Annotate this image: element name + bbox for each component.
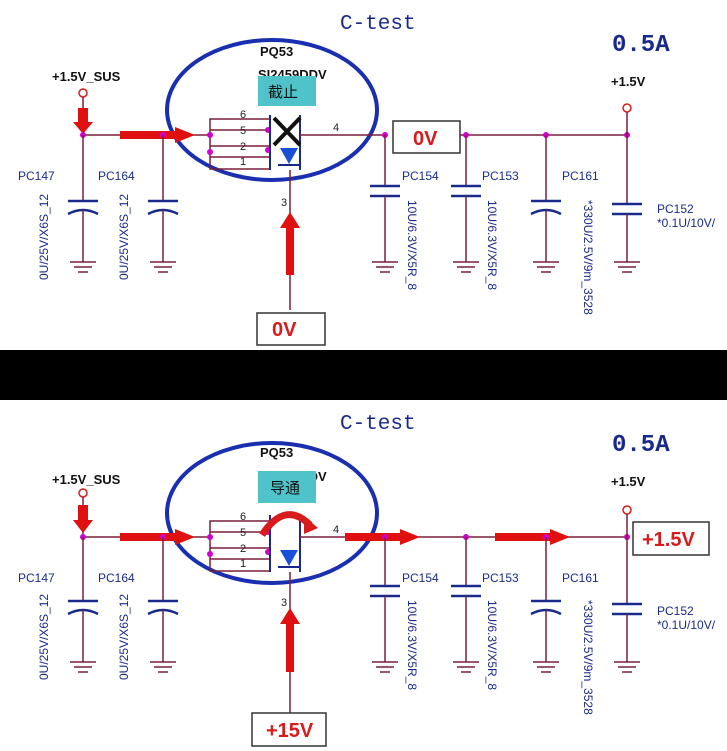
cap-ref: PC147 (18, 169, 55, 183)
pin-label: 2 (240, 543, 246, 555)
cap-value: 10U/6.3V/X5R_8 (485, 200, 499, 290)
right-arrow-icon (550, 529, 570, 545)
cap-ref: PC161 (562, 571, 599, 585)
pin-label: 1 (240, 558, 246, 570)
panel-title: C-test (340, 13, 416, 36)
cap-value: *330U/2.5V/9m_3528 (581, 600, 595, 715)
panel-off: C-test 0.5A +1.5V_SUS +1.5V PQ53 SI2459D… (0, 0, 727, 350)
cap-ref: PC164 (98, 571, 135, 585)
output-rail-label: +1.5V (611, 74, 646, 89)
cap-value: 10U/6.3V/X5R_8 (405, 200, 419, 290)
body-diode-icon (280, 550, 298, 566)
pin-label: 3 (281, 197, 287, 209)
pin-label: 3 (281, 597, 287, 609)
cap-value: 0U/25V/X6S_12 (37, 194, 51, 280)
output-voltage-label: 0V (413, 128, 438, 150)
cap-value: 10U/6.3V/X5R_8 (405, 600, 419, 690)
current-label: 0.5A (612, 32, 670, 59)
cap-ref: PC152 (657, 604, 694, 618)
down-arrow-icon (73, 108, 93, 134)
state-badge (258, 471, 316, 503)
state-badge (258, 76, 316, 106)
cap-ref: PC153 (482, 571, 519, 585)
cap-value: 0U/25V/X6S_12 (117, 194, 131, 280)
pin-label: 5 (240, 527, 246, 539)
cap-ref: PC153 (482, 169, 519, 183)
panel-title: C-test (340, 413, 416, 436)
input-rail-label: +1.5V_SUS (52, 472, 121, 487)
cap-value: 0U/25V/X6S_12 (37, 594, 51, 680)
cap-value: *330U/2.5V/9m_3528 (581, 200, 595, 315)
gate-voltage-label: 0V (272, 319, 297, 341)
cap-value: *0.1U/10V/ (657, 618, 716, 632)
up-arrow-icon (280, 212, 300, 275)
cap-value: 10U/6.3V/X5R_8 (485, 600, 499, 690)
pin-label: 6 (240, 511, 246, 523)
pin-label: 4 (333, 524, 339, 536)
pin-label: 6 (240, 109, 246, 121)
cap-ref: PC152 (657, 202, 694, 216)
gate-voltage-label: +15V (266, 720, 314, 742)
current-label: 0.5A (612, 432, 670, 459)
panel-on: C-test 0.5A +1.5V_SUS +1.5V PQ53 SI2459D… (0, 400, 727, 751)
body-diode-icon (280, 148, 298, 164)
right-arrow-icon (175, 127, 195, 143)
cap-ref: PC161 (562, 169, 599, 183)
mosfet-highlight-ellipse (165, 38, 379, 182)
cap-ref: PC147 (18, 571, 55, 585)
cap-value: *0.1U/10V/ (657, 216, 716, 230)
output-rail-label: +1.5V (611, 474, 646, 489)
input-rail-label: +1.5V_SUS (52, 69, 121, 84)
cap-ref: PC164 (98, 169, 135, 183)
cap-ref: PC154 (402, 571, 439, 585)
mosfet-ref: PQ53 (260, 445, 293, 460)
cap-value: 0U/25V/X6S_12 (117, 594, 131, 680)
cap-ref: PC154 (402, 169, 439, 183)
up-arrow-icon (280, 608, 300, 672)
mosfet-ref: PQ53 (260, 44, 293, 59)
state-label: 截止 (268, 83, 298, 101)
pin-label: 4 (333, 122, 339, 134)
output-voltage-label: +1.5V (642, 529, 695, 551)
pin-label: 1 (240, 156, 246, 168)
mosfet-highlight-ellipse (165, 441, 379, 585)
pin-label: 5 (240, 125, 246, 137)
state-label: 导通 (270, 479, 300, 497)
pin-label: 2 (240, 141, 246, 153)
down-arrow-icon (73, 505, 93, 533)
right-arrow-icon (400, 529, 420, 545)
right-arrow-icon (175, 529, 195, 545)
